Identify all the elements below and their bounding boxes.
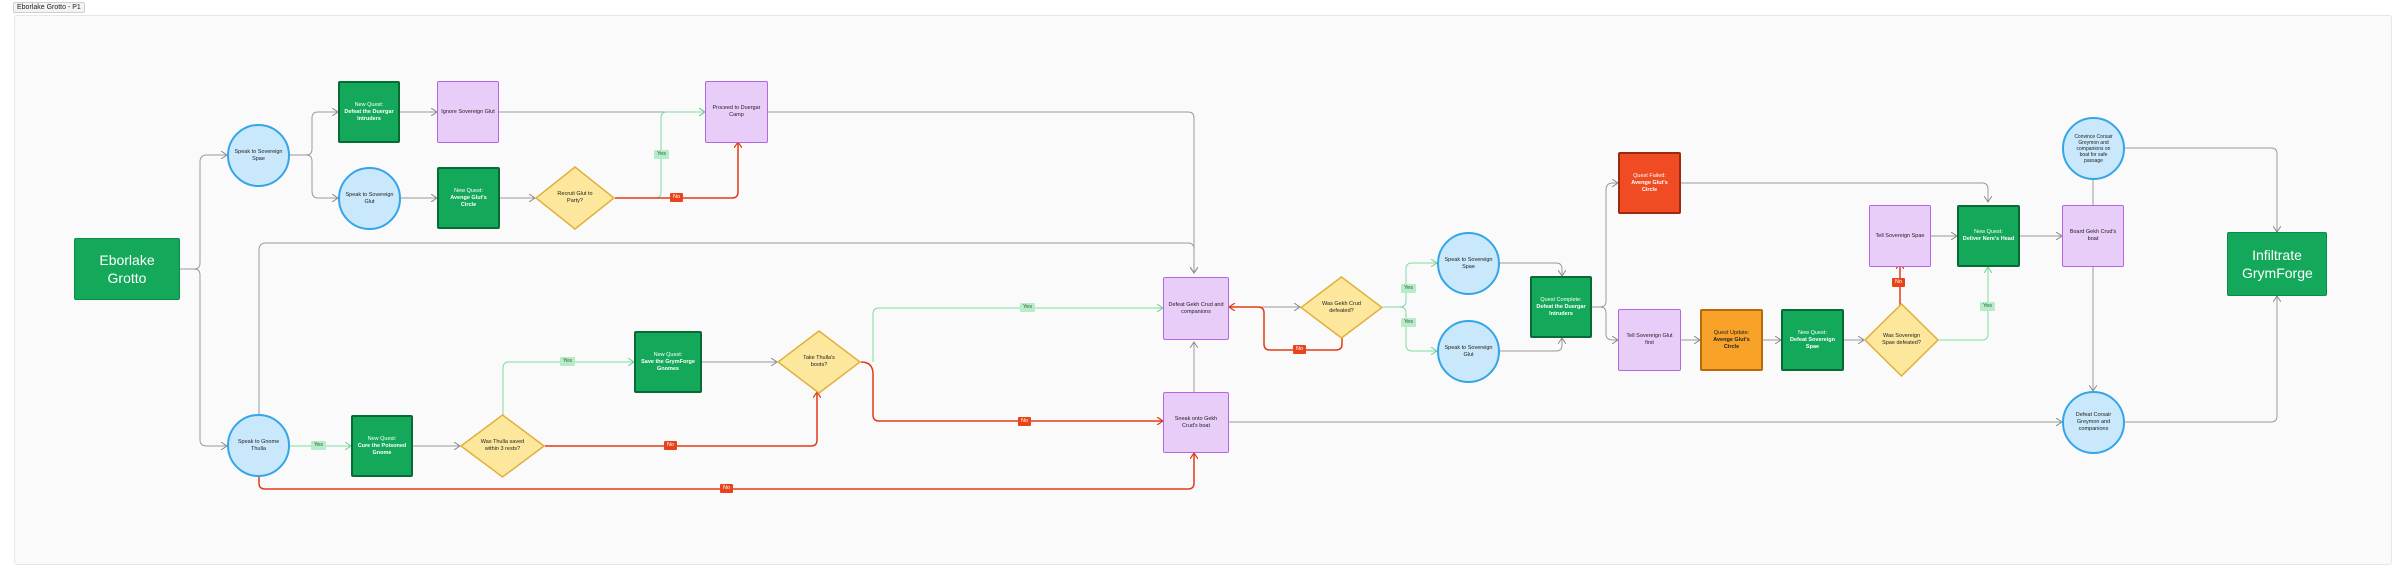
new-quest-defeat-spae-node[interactable]: New Quest:Defeat Sovereign Spae bbox=[1781, 309, 1844, 371]
speak-spae-node[interactable]: Speak to Sovereign Spae bbox=[227, 124, 290, 187]
edge-spae-defeated-yes bbox=[1939, 267, 1988, 341]
diamond-shape bbox=[459, 414, 546, 478]
end-node[interactable]: Infiltrate GrymForge bbox=[2227, 232, 2327, 296]
yes-label: Yes bbox=[1401, 318, 1416, 327]
diamond-shape bbox=[1299, 276, 1384, 339]
yes-label: Yes bbox=[1401, 284, 1416, 293]
no-label: No bbox=[720, 484, 734, 493]
no-label: No bbox=[1892, 278, 1906, 287]
edge-saved-no bbox=[545, 392, 817, 447]
yes-label: Yes bbox=[560, 357, 575, 366]
edge-proceed-to-defeat-gekh bbox=[768, 111, 1194, 273]
diamond-shape bbox=[776, 330, 862, 394]
edge-spae2-to-complete bbox=[1500, 262, 1562, 276]
speak-glut-node[interactable]: Speak to Sovereign Glut bbox=[338, 167, 401, 230]
yes-label: Yes bbox=[1980, 302, 1995, 311]
ignore-glut-node[interactable]: Ignore Sovereign Glut bbox=[437, 81, 499, 143]
proceed-camp-node[interactable]: Proceed to Duergar Camp bbox=[705, 81, 768, 143]
convince-corsair-node[interactable]: Convince Corsair Greymon and companions … bbox=[2062, 117, 2125, 180]
speak-spae-2-node[interactable]: Speak to Sovereign Spae bbox=[1437, 232, 1500, 295]
no-label: No bbox=[670, 193, 684, 202]
edge-convince-to-end bbox=[2125, 147, 2277, 232]
quest-update-node[interactable]: Quest Update:Avenge Glut's Circle bbox=[1700, 309, 1763, 371]
edge-spae-to-glut bbox=[290, 154, 338, 198]
speak-thulla-node[interactable]: Speak to Gnome Thulla bbox=[227, 414, 290, 477]
edge-start-to-thulla bbox=[180, 268, 227, 446]
no-label: No bbox=[1293, 345, 1307, 354]
recruit-glut-decision[interactable]: Recruit Glut to Party? bbox=[534, 166, 616, 230]
edge-spae-to-defeat-intruders bbox=[290, 112, 338, 156]
sneak-boat-node[interactable]: Sneak onto Gekh Crud's boat bbox=[1163, 392, 1229, 453]
edge-recruit-no bbox=[615, 142, 738, 199]
gekh-defeated-decision[interactable]: Was Gekh Crud defeated? bbox=[1299, 276, 1384, 339]
edge-loop-to-defeat-gekh bbox=[258, 242, 1194, 414]
board-boat-node[interactable]: Board Gekh Crud's boat bbox=[2062, 205, 2124, 267]
edge-glut2-to-complete bbox=[1500, 338, 1562, 352]
diamond-shape bbox=[534, 166, 616, 230]
edge-start-to-spae bbox=[180, 155, 227, 270]
new-quest-save-gnomes-node[interactable]: New Quest:Save the GrymForge Gnomes bbox=[634, 331, 702, 393]
defeat-gekh-node[interactable]: Defeat Gekh Crud and companions bbox=[1163, 277, 1229, 340]
start-node[interactable]: Eborlake Grotto bbox=[74, 238, 180, 300]
spae-defeated-decision[interactable]: Was Sovereign Spae defeated? bbox=[1863, 302, 1940, 378]
take-boots-decision[interactable]: Take Thulla's boots? bbox=[776, 330, 862, 394]
thulla-saved-decision[interactable]: Was Thulla saved within 3 rests? bbox=[459, 414, 546, 478]
speak-glut-2-node[interactable]: Speak to Sovereign Glut bbox=[1437, 320, 1500, 383]
no-label: No bbox=[1018, 417, 1032, 426]
defeat-corsair-node[interactable]: Defeat Corsair Greymon and companions bbox=[2062, 391, 2125, 454]
edge-complete-to-failed bbox=[1592, 183, 1618, 308]
yes-label: Yes bbox=[654, 150, 669, 159]
no-label: No bbox=[664, 441, 678, 450]
edge-complete-to-tell-glut bbox=[1592, 306, 1618, 340]
edge-boots-yes bbox=[872, 308, 1163, 362]
quest-complete-node[interactable]: Quest Complete:Defeat the Duergar Intrud… bbox=[1530, 276, 1592, 338]
tell-spae-node[interactable]: Tell Sovereign Spae bbox=[1869, 205, 1931, 267]
frame-title[interactable]: Eborlake Grotto - P1 bbox=[13, 2, 85, 13]
yes-label: Yes bbox=[1020, 303, 1035, 312]
new-quest-avenge-node[interactable]: New Quest:Avenge Glut's Circle bbox=[437, 167, 500, 229]
edge-corsair-to-end bbox=[2125, 296, 2277, 423]
new-quest-defeat-intruders-node[interactable]: New Quest:Defeat the Duergar Intruders bbox=[338, 81, 400, 143]
new-quest-deliver-node[interactable]: New Quest:Deliver Nere's Head bbox=[1957, 205, 2020, 267]
new-quest-cure-node[interactable]: New Quest:Cure the Poisoned Gnome bbox=[351, 415, 413, 477]
tell-glut-node[interactable]: Tell Sovereign Glut first bbox=[1618, 309, 1681, 371]
quest-failed-node[interactable]: Quest Failed:Avenge Glut's Circle bbox=[1618, 152, 1681, 214]
edge-failed-to-deliver bbox=[1681, 182, 1988, 202]
edge-boots-no bbox=[860, 361, 1163, 421]
edge-gekh-no bbox=[1229, 307, 1343, 351]
yes-label: Yes bbox=[311, 441, 326, 450]
diamond-shape bbox=[1863, 302, 1940, 378]
edge-saved-yes bbox=[502, 362, 634, 415]
edge-gekh-yes-glut bbox=[1383, 306, 1437, 351]
